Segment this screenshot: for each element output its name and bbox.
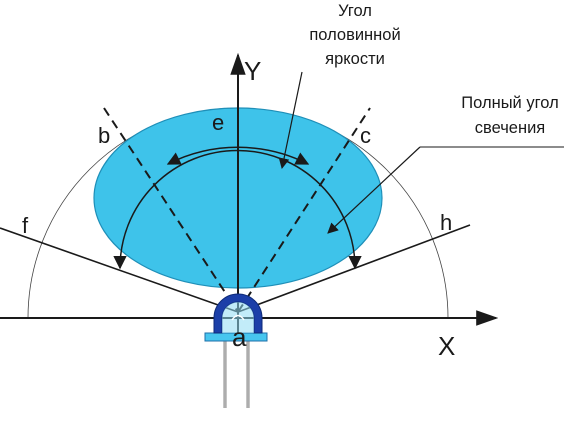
caption-half-brightness-angle: Угол половинной яркости bbox=[309, 2, 400, 68]
leader-half-angle bbox=[278, 71, 303, 170]
label-e: e bbox=[212, 110, 224, 135]
label-a: a bbox=[232, 322, 247, 352]
svg-text:половинной: половинной bbox=[309, 26, 400, 44]
led-leads bbox=[223, 340, 250, 408]
caption-full-viewing-angle: Полный угол свечения bbox=[461, 94, 558, 137]
x-axis-label: X bbox=[438, 331, 455, 361]
svg-text:Угол: Угол bbox=[338, 2, 372, 20]
full-angle-line-f bbox=[0, 227, 239, 313]
label-f: f bbox=[22, 213, 29, 238]
leader-full-angle-diag bbox=[327, 146, 421, 234]
svg-text:Полный угол: Полный угол bbox=[461, 94, 558, 112]
label-h: h bbox=[440, 210, 452, 235]
led-body bbox=[213, 293, 263, 334]
full-angle-arc bbox=[113, 149, 362, 270]
half-angle-line-b bbox=[103, 107, 239, 313]
y-axis-label: Y bbox=[244, 56, 261, 86]
label-b: b bbox=[98, 123, 110, 148]
svg-text:яркости: яркости bbox=[325, 50, 385, 68]
label-c: c bbox=[360, 123, 371, 148]
svg-text:свечения: свечения bbox=[475, 119, 546, 137]
half-angle-line-c bbox=[237, 107, 371, 313]
half-angle-arc bbox=[166, 146, 310, 165]
